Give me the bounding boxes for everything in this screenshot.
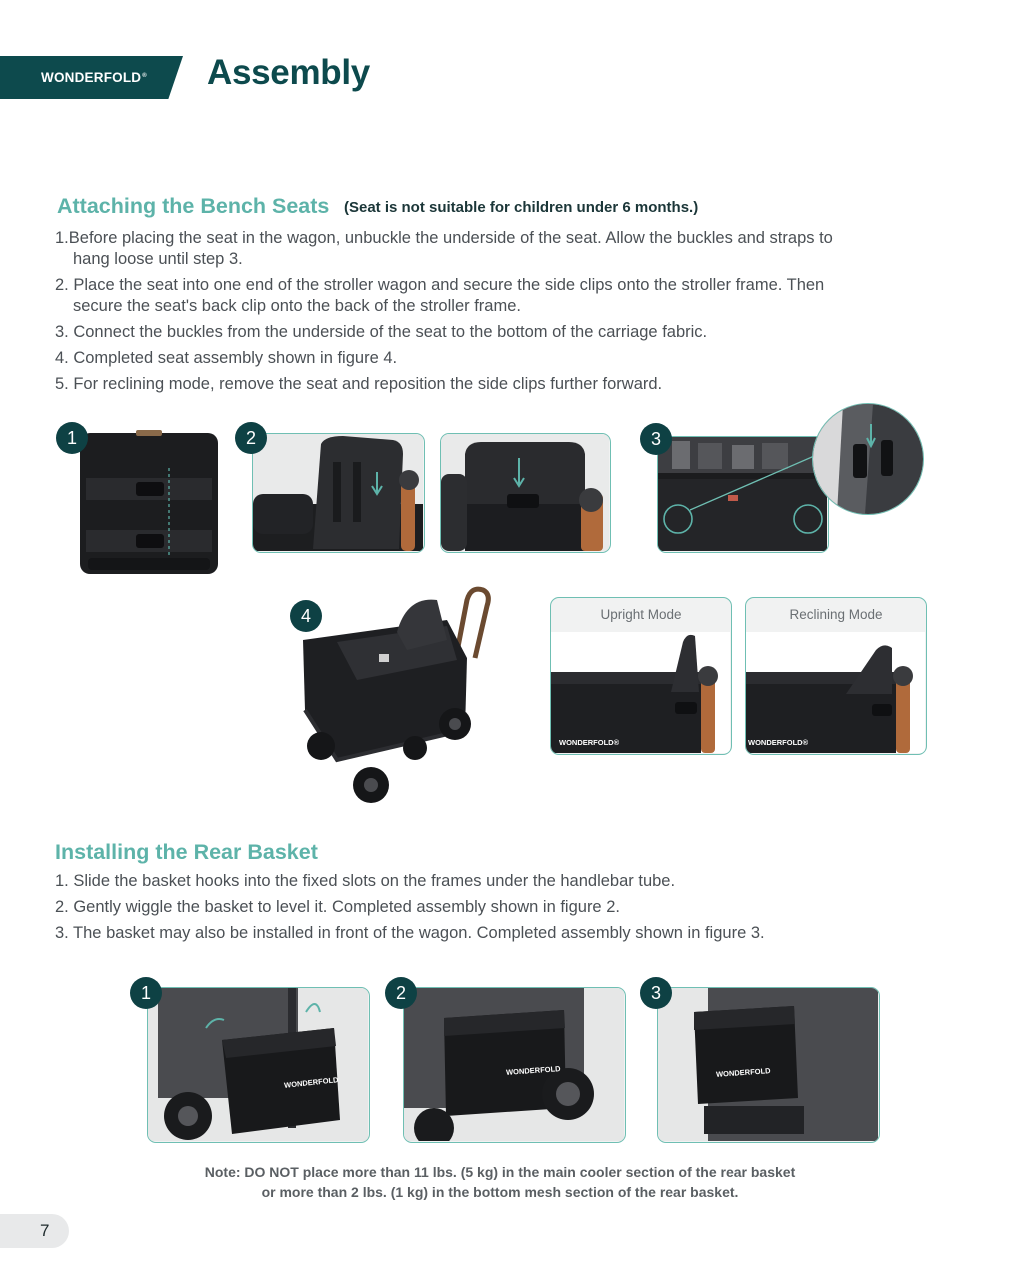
figure-badge-3: 3 — [640, 423, 672, 455]
seat-placement-image-b — [440, 433, 611, 553]
upright-mode-figure: Upright Mode WONDERFOLD® — [550, 597, 732, 755]
figure-badge-4: 4 — [290, 600, 322, 632]
buckle-connection-image — [657, 436, 829, 553]
basket-figure-badge-3: 3 — [640, 977, 672, 1009]
bench-section-title: Attaching the Bench Seats — [57, 194, 330, 218]
reclining-mode-figure: Reclining Mode WONDERFOLD® — [745, 597, 927, 755]
basket-leveled-image: WONDERFOLD — [403, 987, 626, 1143]
reclining-mode-label: Reclining Mode — [789, 607, 883, 622]
basket-step: 1. Slide the basket hooks into the fixed… — [55, 872, 676, 890]
buckle-closeup-image — [812, 403, 924, 515]
brand-banner: WONDERFOLD® — [0, 56, 183, 99]
basket-step: 2. Gently wiggle the basket to level it.… — [55, 898, 620, 916]
basket-step: 3. The basket may also be installed in f… — [55, 924, 765, 942]
figure-badge-1: 1 — [56, 422, 88, 454]
age-warning: (Seat is not suitable for children under… — [344, 199, 699, 216]
basket-figure-badge-2: 2 — [385, 977, 417, 1009]
seat-underside-image — [78, 430, 220, 576]
basket-section-title: Installing the Rear Basket — [55, 840, 318, 864]
bench-step: 3. Connect the buckles from the undersid… — [55, 323, 708, 341]
basket-hook-image: WONDERFOLD — [147, 987, 370, 1143]
mini-brand-logo: WONDERFOLD® — [748, 738, 809, 747]
brand-logo: WONDERFOLD® — [41, 70, 147, 85]
basket-front-image: WONDERFOLD — [657, 987, 880, 1143]
basket-steps-list: 1. Slide the basket hooks into the fixed… — [55, 871, 765, 949]
mini-brand-logo: WONDERFOLD® — [559, 738, 620, 747]
seat-placement-image-a — [252, 433, 425, 553]
basket-figure-badge-1: 1 — [130, 977, 162, 1009]
upright-mode-label: Upright Mode — [600, 607, 682, 622]
bench-steps-list: 1.Before placing the seat in the wagon, … — [55, 228, 833, 400]
weight-limit-note: Note: DO NOT place more than 11 lbs. (5 … — [204, 1164, 796, 1200]
bench-step: 4. Completed seat assembly shown in figu… — [55, 349, 398, 367]
bench-step: 1.Before placing the seat in the wagon, … — [55, 229, 833, 268]
completed-wagon-image — [297, 580, 493, 807]
page-title: Assembly — [207, 53, 370, 92]
figure-badge-2: 2 — [235, 422, 267, 454]
bench-step: 2. Place the seat into one end of the st… — [55, 276, 825, 315]
page-number: 7 — [0, 1214, 69, 1248]
bench-step: 5. For reclining mode, remove the seat a… — [55, 375, 663, 393]
callout-line — [690, 450, 829, 511]
